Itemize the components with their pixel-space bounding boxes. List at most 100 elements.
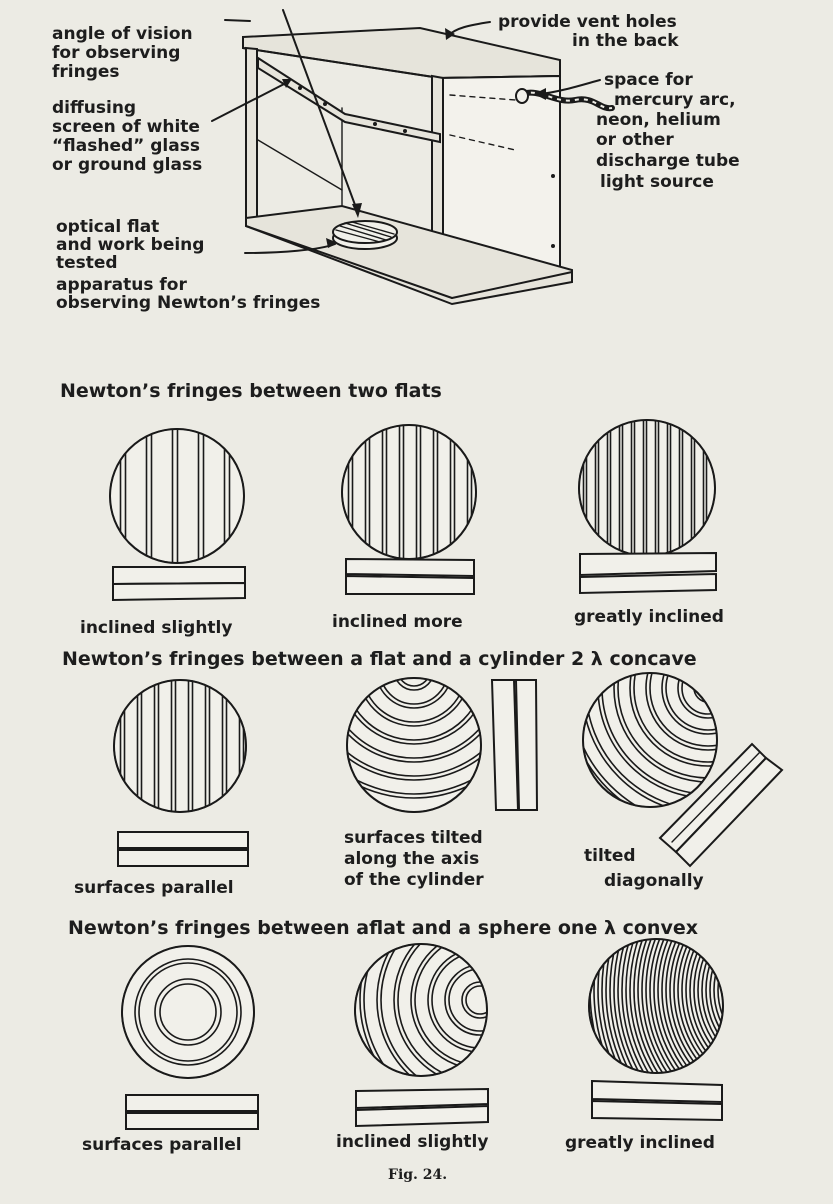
fringe-disc-flats-inclined-more xyxy=(341,424,477,560)
label-sphere-greatly-inclined: greatly inclined xyxy=(565,1133,715,1153)
label-cylinder-tilted-axis-line1: surfaces tilted xyxy=(344,828,483,848)
fringe-arc xyxy=(601,939,723,1073)
fringe-arc xyxy=(709,939,723,1071)
label-cylinder-diagonal-line1: tilted xyxy=(584,846,636,866)
callout-angle-line3: fringes xyxy=(52,62,120,82)
fringe-arc xyxy=(347,678,481,745)
label-cylinder-parallel: surfaces parallel xyxy=(74,878,234,898)
fringe-arc xyxy=(685,939,723,1073)
callout-vent-line1: provide vent holes xyxy=(498,12,677,32)
fringe-arc xyxy=(645,673,717,751)
fringe-arc xyxy=(705,939,723,1073)
label-cylinder-tilted-axis-line2: along the axis xyxy=(344,849,479,869)
fringe-arc xyxy=(347,678,481,781)
callout-source-line5: discharge tube xyxy=(596,151,740,171)
fringe-disc-sphere-parallel xyxy=(121,945,255,1079)
fringe-arc xyxy=(697,939,723,1073)
fringe-arc xyxy=(593,939,723,1073)
callout-diffusing-line1: diffusing xyxy=(52,98,136,118)
fringe-disc-cylinder-parallel xyxy=(113,679,247,813)
callout-flat-line2: and work being xyxy=(56,235,204,255)
fringe-arc xyxy=(681,939,723,1073)
fringe-arc xyxy=(609,939,723,1073)
fringe-arc xyxy=(465,985,487,1015)
label-cylinder-diagonal-line2: diagonally xyxy=(604,871,704,891)
fringe-arc xyxy=(689,939,723,1073)
fringe-arc xyxy=(347,678,481,741)
callout-flat-line3: tested xyxy=(56,253,118,273)
fringe-arc xyxy=(363,944,487,1076)
fringe-arc xyxy=(347,678,481,763)
callout-source-line3: neon, helium xyxy=(596,110,721,130)
apparatus-caption-line2: observing Newton’s fringes xyxy=(56,293,320,313)
label-flats-inclined-slightly: inclined slightly xyxy=(80,618,232,638)
fringe-arc xyxy=(347,678,481,795)
fringe-disc-flats-greatly-inclined xyxy=(578,419,716,557)
fringe-arc xyxy=(621,939,723,1073)
fringe-arc xyxy=(347,678,481,799)
fringe-arc xyxy=(376,944,487,1076)
callout-angle-line1: angle of vision xyxy=(52,24,193,44)
fringe-arc xyxy=(661,939,723,1073)
callout-diffusing-line2: screen of white xyxy=(52,117,200,137)
callout-source-line4: or other xyxy=(596,130,674,150)
fringe-arc xyxy=(347,678,481,777)
fringe-arc xyxy=(397,944,487,1076)
fringe-arc xyxy=(641,939,723,1073)
apparatus-labels: angle of vision for observing fringes di… xyxy=(52,12,740,313)
fringe-arc xyxy=(665,673,717,731)
fringe-arc xyxy=(649,673,717,747)
label-flats-inclined-more: inclined more xyxy=(332,612,463,632)
fringe-arc xyxy=(637,939,723,1073)
fringe-arc xyxy=(629,939,723,1073)
label-flats-greatly-inclined: greatly inclined xyxy=(574,607,724,627)
fringe-arc xyxy=(697,677,717,699)
fringe-arc xyxy=(677,673,717,719)
fringe-arc xyxy=(617,939,723,1073)
section2-title: Newton’s fringes between a flat and a cy… xyxy=(62,648,697,670)
fringe-arc xyxy=(681,673,717,715)
callout-diffusing-line4: or ground glass xyxy=(52,155,202,175)
callout-flat-line1: optical flat xyxy=(56,217,159,237)
section3-title: Newton’s fringes between aflat and a sph… xyxy=(68,917,698,939)
plates-sphere-parallel xyxy=(125,1094,259,1130)
fringe-arc xyxy=(669,939,723,1073)
section1-title: Newton’s fringes between two flats xyxy=(60,380,442,402)
fringe-arc xyxy=(721,939,723,1059)
curved-fringes xyxy=(347,678,481,799)
fringe-arc xyxy=(645,939,723,1073)
fringe-arc xyxy=(359,944,487,1076)
figure-caption: Fig. 24. xyxy=(388,1167,447,1183)
fringe-arc xyxy=(393,678,435,691)
apparatus-box xyxy=(242,26,615,306)
callout-diffusing-line3: “flashed” glass xyxy=(52,136,200,156)
plates-cylinder-parallel xyxy=(117,831,249,867)
plates-flats-slightly xyxy=(112,566,246,602)
fringe-arc xyxy=(653,939,723,1073)
fringe-arc xyxy=(713,939,723,1067)
plates-cylinder-vertical xyxy=(490,679,539,811)
plates-flats-greatly xyxy=(579,551,717,595)
plates-sphere-greatly-inclined xyxy=(591,1079,723,1122)
fringe-arc xyxy=(361,678,467,723)
fringe-arc xyxy=(625,939,723,1073)
callout-angle-line2: for observing xyxy=(52,43,180,63)
fringe-arc xyxy=(357,678,471,727)
callout-source-line6: light source xyxy=(600,172,714,192)
callout-vent-line2: in the back xyxy=(572,31,679,51)
fringe-disc-sphere-greatly-inclined xyxy=(588,938,724,1074)
label-sphere-inclined-slightly: inclined slightly xyxy=(336,1132,488,1152)
plates-sphere-inclined-slightly xyxy=(355,1087,489,1128)
fringe-arc xyxy=(693,673,717,703)
fringe-arc xyxy=(347,678,481,759)
straight-fringes xyxy=(119,680,245,812)
fringe-arc xyxy=(633,939,723,1073)
fringe-arc xyxy=(375,678,453,709)
fringe-disc-cylinder-tilted-axis xyxy=(346,677,482,813)
callout-arrows xyxy=(211,9,601,254)
fringe-arc xyxy=(597,939,723,1073)
plates-flats-more xyxy=(345,557,475,595)
fringe-arc xyxy=(629,673,717,767)
